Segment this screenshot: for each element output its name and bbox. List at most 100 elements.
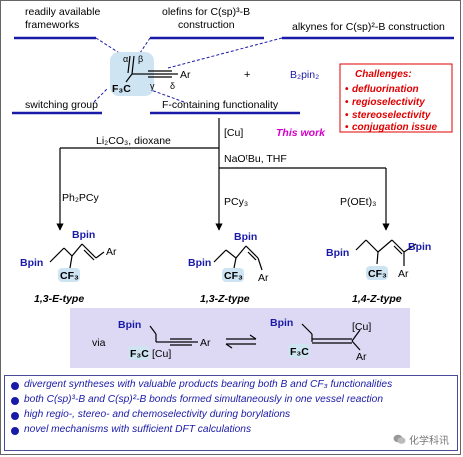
cf3-highlight (366, 266, 388, 280)
product-3-cf3: CF₃ (368, 268, 387, 280)
ligand-right: P(OEt)₃ (340, 196, 376, 208)
connector-alkynes (167, 37, 283, 69)
bond (83, 249, 95, 261)
label-fcontaining: F-containing functionality (162, 99, 279, 111)
label-olefins-line1: olefins for C(sp)³-B (162, 6, 250, 18)
highlight-text: both C(sp)³-B and C(sp)²-B bonds formed … (24, 394, 383, 405)
bond (257, 257, 263, 271)
intermediate-left-bpin: Bpin (118, 319, 141, 331)
bullet-dot (11, 427, 19, 435)
substrate-beta: β (138, 54, 143, 64)
ligand-mid: PCy₃ (224, 196, 248, 208)
challenges-list: • defluorination • regioselectivity • st… (345, 84, 437, 133)
bond (247, 251, 257, 261)
intermediate-left-cf3: F₃C (130, 348, 149, 360)
label-readily-line1: readily available (25, 6, 100, 18)
intermediate-right-structure (288, 323, 361, 358)
mechanism-box (70, 308, 410, 368)
label-alkynes: alkynes for C(sp)²-B construction (292, 21, 445, 33)
connector-fcontaining (139, 85, 185, 103)
condition-center: NaOᵗBu, THF (224, 153, 287, 165)
bullet-dot (11, 412, 19, 420)
bond-vinyl-1 (131, 55, 135, 75)
product-1-bpin-left: Bpin (20, 257, 43, 269)
substrate-delta: δ (170, 81, 175, 91)
bond (81, 243, 97, 259)
bond (301, 323, 313, 335)
product-2-bpin-top: Bpin (234, 231, 257, 243)
highlight-text: high regio-, stereo- and chemoselectivit… (24, 409, 291, 420)
challenge-item: conjugation issue (352, 122, 437, 133)
plus-sign: + (244, 69, 250, 81)
bond (149, 325, 157, 335)
product-2-ar: Ar (258, 272, 269, 284)
highlight-item: novel mechanisms with sufficient DFT cal… (9, 424, 453, 439)
substrate-ar: Ar (180, 69, 191, 81)
challenge-bullet: • (345, 122, 349, 133)
challenge-item: stereoselectivity (352, 110, 431, 121)
challenges-box (339, 63, 453, 133)
label-readily-line2: frameworks (25, 19, 79, 31)
product-3-type: 1,4-Z-type (352, 293, 402, 305)
cf3-highlight (58, 268, 80, 282)
bond (69, 255, 73, 269)
cf3-highlight (288, 344, 310, 358)
product-1-bpin-top: Bpin (72, 229, 95, 241)
substrate-cf3: F₃C (112, 83, 131, 95)
bond (225, 249, 237, 259)
challenge-item: regioselectivity (352, 97, 425, 108)
highlight-item: both C(sp)³-B and C(sp)²-B bonds formed … (9, 394, 453, 409)
wechat-icon (393, 434, 406, 444)
intermediate-right-cu: [Cu] (352, 321, 371, 333)
bond (351, 329, 361, 342)
watermark: 化学科讯 (393, 432, 449, 447)
product-3-bpin-left: Bpin (326, 247, 349, 259)
condition-this-work: This work (276, 127, 326, 139)
cf3-highlight (222, 268, 244, 282)
bond (365, 239, 379, 253)
bond (71, 243, 83, 257)
product-2-cf3: CF₃ (224, 270, 243, 282)
substrate-gamma: γ (150, 81, 155, 91)
bond (213, 249, 227, 263)
watermark-text: 化学科讯 (409, 436, 449, 447)
connector-olefins (137, 37, 151, 57)
bond (351, 340, 361, 351)
bullet-dot (11, 382, 19, 390)
bond-c-cf3 (125, 73, 133, 83)
product-1-type: 1,3-E-type (34, 293, 84, 305)
connector-switching (93, 87, 109, 103)
product-2-structure (213, 245, 263, 282)
product-1-ar: Ar (106, 246, 117, 258)
intermediate-right-cf3: F₃C (290, 346, 309, 358)
product-1-cf3: CF₃ (60, 270, 79, 282)
intermediate-left-structure (128, 325, 198, 360)
highlight-item: divergent syntheses with valuable produc… (9, 379, 453, 394)
ligand-left: Ph₂PCy (62, 192, 100, 204)
bond (49, 247, 65, 263)
product-1-structure (49, 243, 105, 282)
reagent-b2pin2: B₂pin₂ (290, 69, 319, 81)
bond (376, 251, 379, 265)
challenge-bullet: • (345, 110, 349, 121)
bond-vinyl-2 (127, 55, 131, 74)
product-3-ar: Ar (398, 268, 409, 280)
intermediate-right-bpin: Bpin (270, 317, 293, 329)
bond (63, 247, 73, 257)
challenge-bullet: • (345, 97, 349, 108)
bond (95, 251, 105, 259)
challenge-bullet: • (345, 84, 349, 95)
product-2-type: 1,3-Z-type (200, 293, 250, 305)
mechanism-via: via (92, 337, 106, 349)
substrate-alpha: α (123, 54, 128, 64)
label-olefins-line2: construction (178, 19, 235, 31)
challenge-item: defluorination (352, 84, 419, 95)
bond (393, 245, 403, 255)
product-3-bpin-right: Bpin (408, 241, 431, 253)
bond (235, 245, 247, 259)
cf3-highlight (128, 346, 150, 360)
highlight-item: high regio-, stereo- and chemoselectivit… (9, 409, 453, 424)
bond (355, 239, 367, 251)
